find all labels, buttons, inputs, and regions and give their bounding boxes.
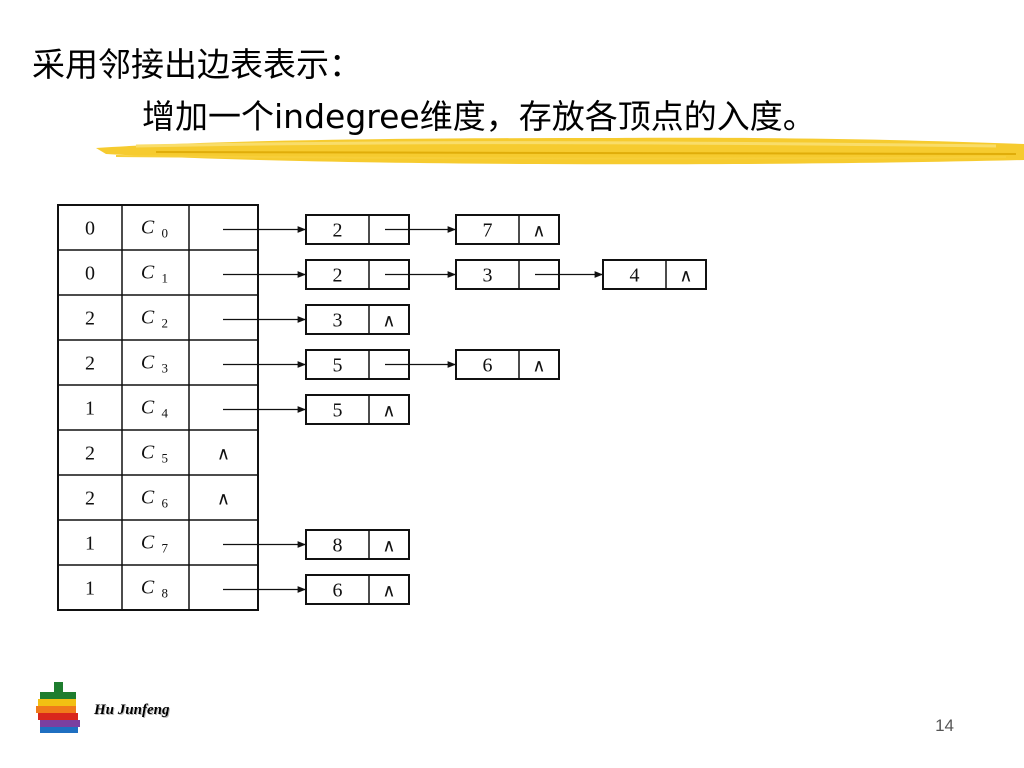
indegree-value: 0 <box>85 263 95 285</box>
vertex-subscript: 5 <box>162 451 169 466</box>
edge-node <box>305 574 410 605</box>
edge-target-value: 4 <box>630 265 640 287</box>
vertex-label: C <box>141 307 155 329</box>
edge-target-value: 5 <box>333 400 343 422</box>
indegree-value: 0 <box>85 218 95 240</box>
vertex-subscript: 4 <box>162 406 169 421</box>
edge-target-value: 5 <box>333 355 343 377</box>
edge-target-value: 2 <box>333 265 343 287</box>
vertex-label: C <box>141 217 155 239</box>
edge-target-value: 8 <box>333 535 343 557</box>
indegree-value: 1 <box>85 398 95 420</box>
indegree-value: 2 <box>85 353 95 375</box>
null-pointer: ∧ <box>382 311 395 332</box>
vertex-label: C <box>141 487 155 509</box>
vertex-subscript: 1 <box>162 271 169 286</box>
null-pointer: ∧ <box>382 536 395 557</box>
null-pointer: ∧ <box>217 444 230 465</box>
null-pointer: ∧ <box>217 489 230 510</box>
edge-target-value: 2 <box>333 220 343 242</box>
edge-node <box>455 214 560 245</box>
vertex-subscript: 2 <box>162 316 169 331</box>
edge-node <box>305 304 410 335</box>
edge-node <box>305 529 410 560</box>
slide-title: 采用邻接出边表表示： <box>32 45 362 84</box>
vertex-label: C <box>141 577 155 599</box>
null-pointer: ∧ <box>532 221 545 242</box>
edge-target-value: 3 <box>483 265 493 287</box>
page-number: 14 <box>935 716 954 735</box>
vertex-label: C <box>141 532 155 554</box>
null-pointer: ∧ <box>382 401 395 422</box>
edge-node <box>305 394 410 425</box>
vertex-subscript: 0 <box>162 226 169 241</box>
edge-target-value: 7 <box>483 220 493 242</box>
edge-target-value: 6 <box>483 355 493 377</box>
indegree-value: 1 <box>85 578 95 600</box>
indegree-value: 2 <box>85 443 95 465</box>
null-pointer: ∧ <box>382 581 395 602</box>
edge-target-value: 3 <box>333 310 343 332</box>
edge-node <box>455 349 560 380</box>
vertex-subscript: 3 <box>162 361 169 376</box>
author-name: Hu Junfeng <box>94 702 170 718</box>
vertex-subscript: 8 <box>162 586 169 601</box>
rainbow-logo-icon <box>36 682 80 733</box>
vertex-label: C <box>141 442 155 464</box>
head-table <box>57 204 259 611</box>
vertex-label: C <box>141 397 155 419</box>
brush-stroke-decoration <box>96 137 1024 165</box>
null-pointer: ∧ <box>679 266 692 287</box>
edge-target-value: 6 <box>333 580 343 602</box>
edge-node <box>602 259 707 290</box>
vertex-label: C <box>141 352 155 374</box>
indegree-value: 1 <box>85 533 95 555</box>
null-pointer: ∧ <box>532 356 545 377</box>
vertex-subscript: 7 <box>162 541 169 556</box>
indegree-value: 2 <box>85 308 95 330</box>
slide-subtitle: 增加一个indegree维度，存放各顶点的入度。 <box>142 97 816 136</box>
indegree-value: 2 <box>85 488 95 510</box>
vertex-subscript: 6 <box>162 496 169 511</box>
vertex-label: C <box>141 262 155 284</box>
